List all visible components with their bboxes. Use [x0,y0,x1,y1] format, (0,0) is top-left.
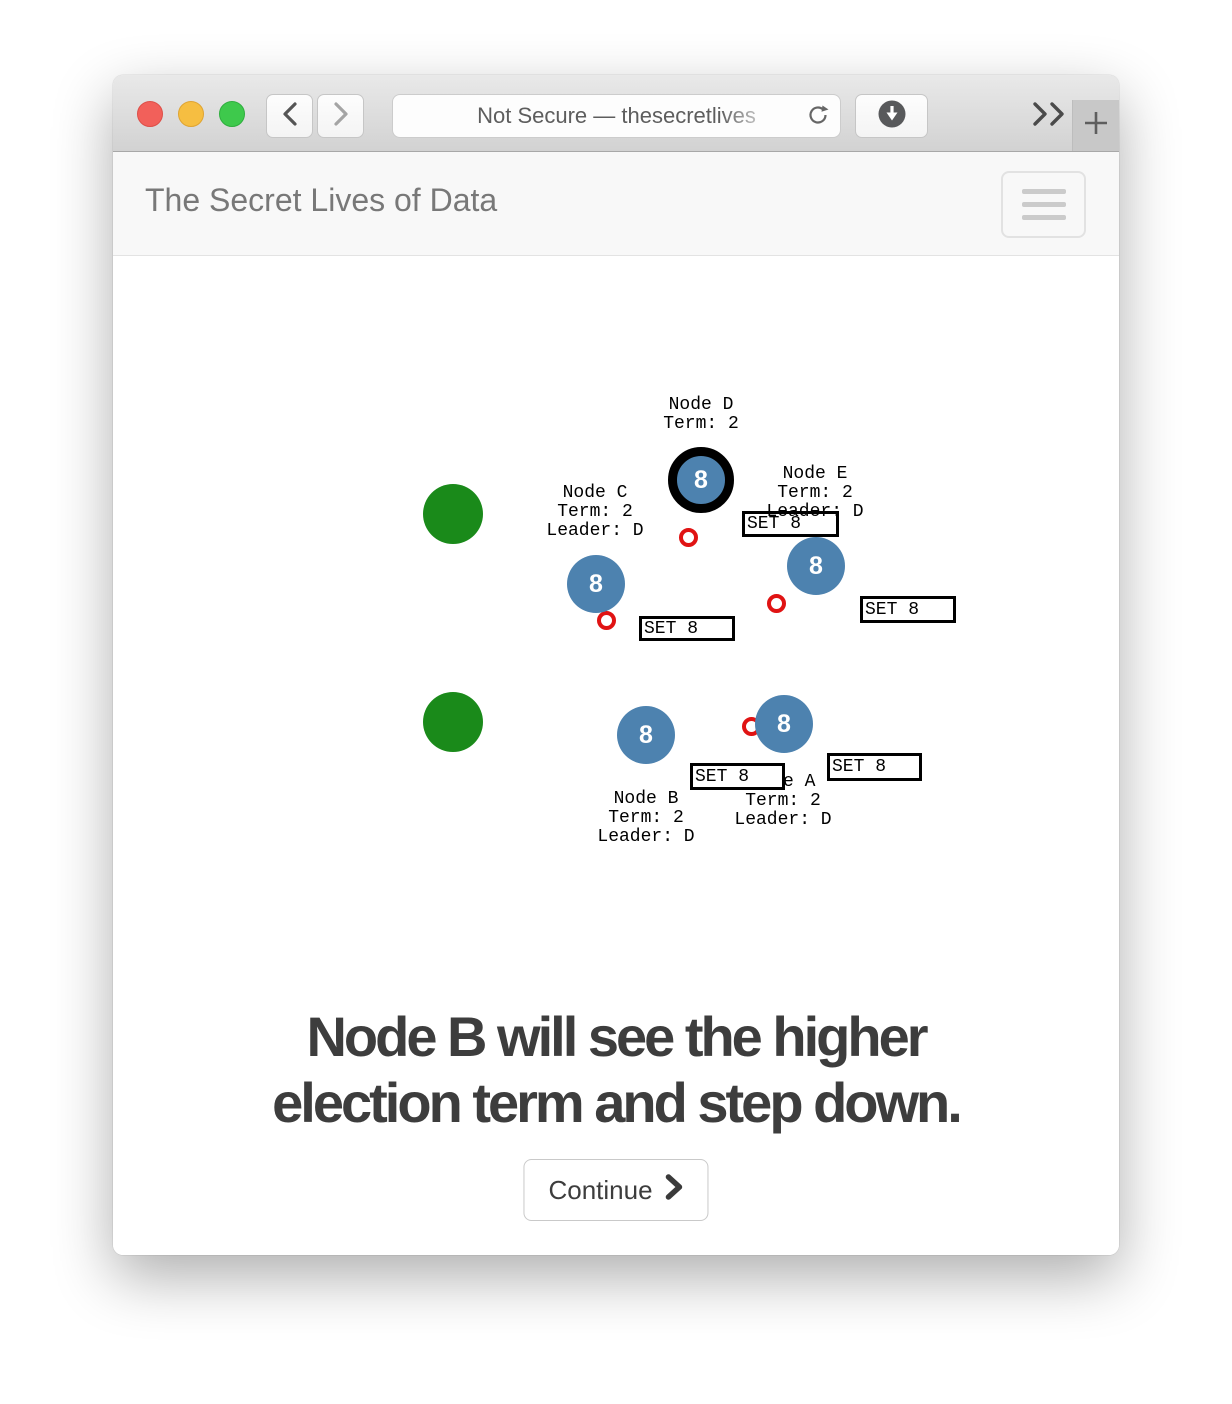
continue-button-label: Continue [548,1174,653,1205]
address-bar-fade [720,96,800,136]
forward-button[interactable] [317,94,364,138]
client-node [423,484,483,544]
message-dot [679,528,698,547]
continue-button[interactable]: Continue [523,1159,709,1221]
reload-icon [806,103,830,132]
chevron-double-right-icon [1029,99,1071,134]
node-b-value: 8 [639,720,653,749]
browser-window: Not Secure — thesecretlives [113,75,1119,1255]
node-b: 8 [617,706,675,764]
set-message-box: SET 8 [827,753,922,781]
toolbar-overflow-button[interactable] [1028,98,1072,134]
node-c: 8 [567,555,625,613]
new-tab-button[interactable] [1072,100,1119,151]
node-a-value: 8 [777,709,791,738]
message-dot [597,611,616,630]
download-icon [877,99,907,134]
menu-button[interactable] [1001,171,1086,238]
back-button[interactable] [266,94,313,138]
node-c-value: 8 [589,569,603,598]
close-window-button[interactable] [137,101,163,127]
node-d-value: 8 [694,465,708,494]
set-message-box: SET 8 [742,511,839,537]
site-header: The Secret Lives of Data [113,152,1119,256]
set-message-box: SET 8 [690,763,785,790]
node-e-value: 8 [809,551,823,580]
set-message-box: SET 8 [860,596,956,623]
set-message-box: SET 8 [639,616,735,641]
page-title: The Secret Lives of Data [145,182,498,218]
plus-icon [1081,108,1111,143]
reload-button[interactable] [804,103,832,131]
address-bar-text: Not Secure — thesecretlives [477,103,756,128]
step-caption: Node B will see the higher election term… [272,1005,963,1134]
node-e: 8 [787,537,845,595]
minimize-window-button[interactable] [178,101,204,127]
browser-titlebar: Not Secure — thesecretlives [113,75,1119,152]
zoom-window-button[interactable] [219,101,245,127]
client-node [423,692,483,752]
chevron-right-icon [665,1173,684,1207]
chevron-left-icon [281,100,299,133]
address-bar[interactable]: Not Secure — thesecretlives [392,94,841,138]
node-a: 8 [755,695,813,753]
chevron-right-icon [332,100,350,133]
downloads-button[interactable] [855,94,928,138]
message-dot [767,594,786,613]
node-d-leader: 8 [668,447,734,513]
